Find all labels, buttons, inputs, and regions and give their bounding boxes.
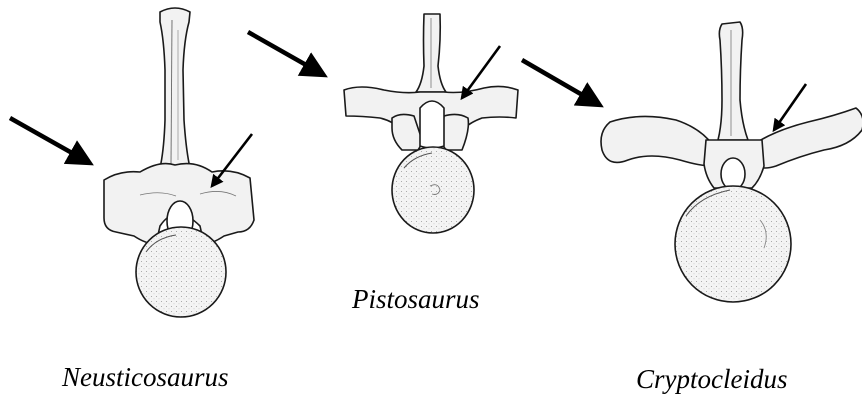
neusticosaurus-large-arrow	[10, 118, 88, 162]
cryptocleidus-left-transverse-process	[601, 116, 712, 166]
cryptocleidus-neural-canal	[721, 158, 745, 190]
pistosaurus-large-arrow	[248, 32, 322, 74]
pistosaurus-centrum	[392, 147, 474, 233]
cryptocleidus-neural-spine	[718, 22, 748, 140]
cryptocleidus-label: Cryptocleidus	[636, 364, 787, 395]
pistosaurus-label: Pistosaurus	[352, 284, 480, 315]
neusticosaurus-centrum	[136, 227, 226, 317]
cryptocleidus-centrum	[675, 186, 791, 302]
cryptocleidus-vertebra	[601, 22, 862, 302]
neusticosaurus-label: Neusticosaurus	[62, 362, 229, 393]
pistosaurus-vertebra	[344, 14, 518, 233]
pistosaurus-neural-canal	[420, 101, 444, 148]
cryptocleidus-large-arrow	[522, 60, 598, 104]
cryptocleidus-right-transverse-process	[754, 108, 862, 168]
neusticosaurus-neural-spine	[160, 8, 190, 168]
